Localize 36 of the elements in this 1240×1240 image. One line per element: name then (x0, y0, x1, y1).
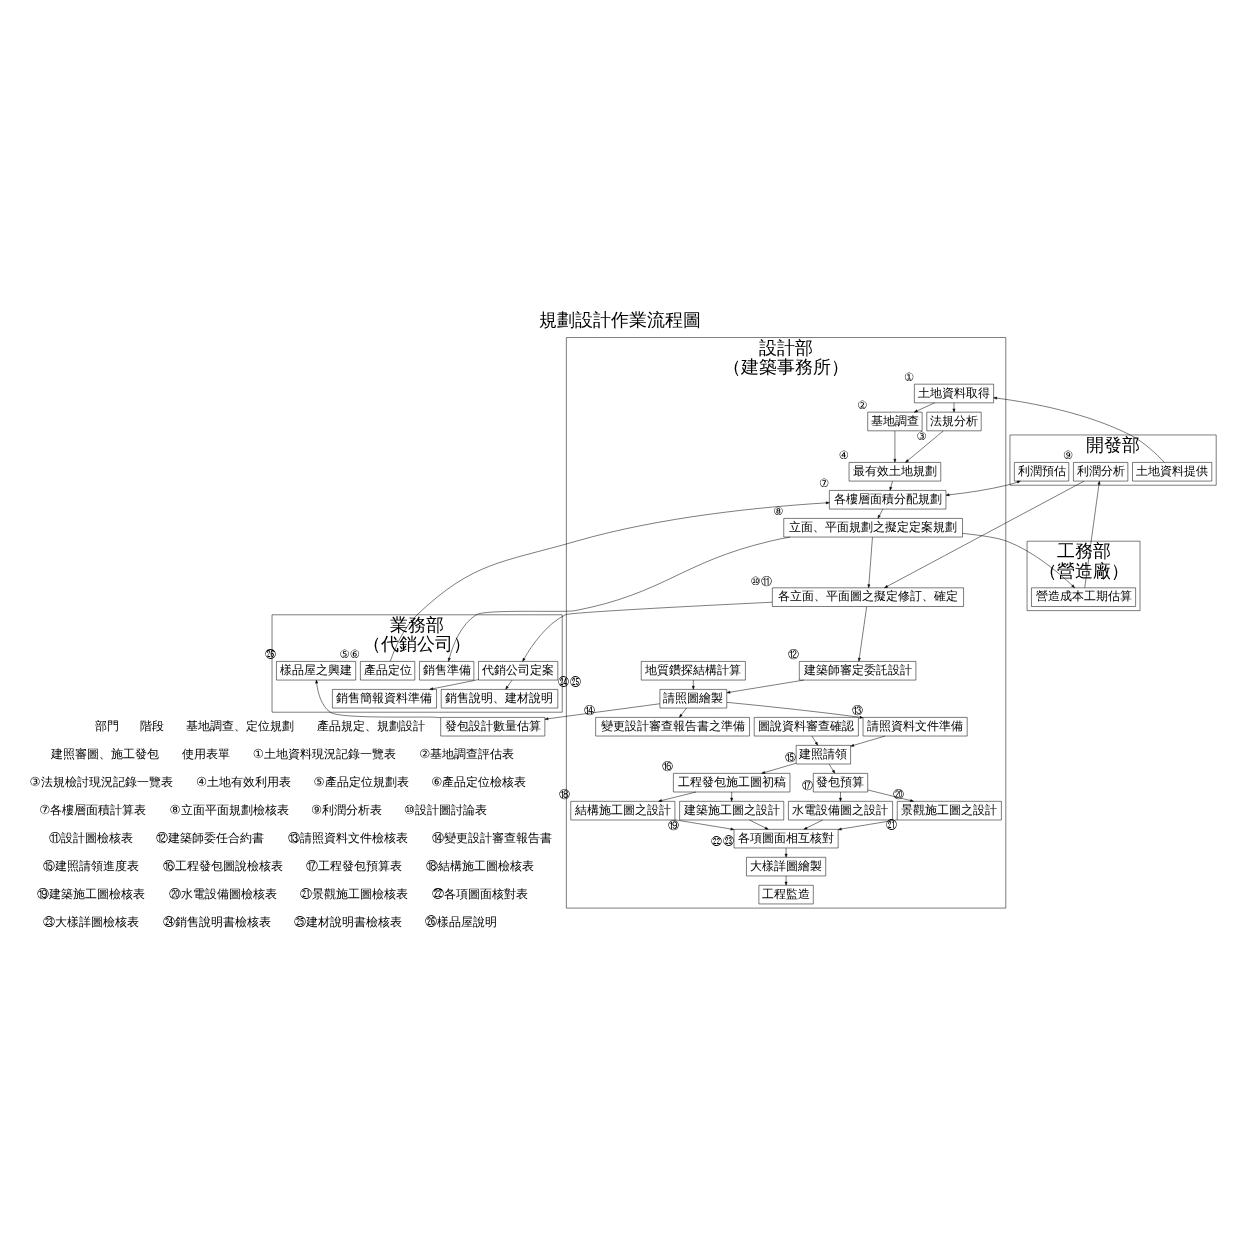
arrow (893, 429, 897, 462)
arrow (867, 535, 873, 587)
arrow (867, 788, 914, 801)
arrow (914, 401, 935, 412)
arrow (877, 507, 884, 518)
arrow (429, 678, 479, 690)
arrow (692, 678, 695, 689)
arrow (811, 734, 818, 745)
arrow (905, 429, 944, 462)
arrow (784, 846, 788, 857)
arrow (544, 702, 660, 720)
arrow (749, 818, 769, 829)
arrow (674, 818, 735, 830)
arrow (962, 532, 1075, 587)
arrow (448, 535, 791, 661)
arrow (850, 734, 886, 746)
arrow (761, 761, 797, 773)
arrow (858, 605, 867, 661)
arrow (945, 479, 1021, 496)
arrow (658, 790, 697, 801)
arrow (1084, 479, 1101, 588)
arrow (889, 479, 893, 490)
arrow (784, 874, 788, 885)
arrow (315, 678, 441, 717)
arrow (884, 479, 1085, 587)
arrow (952, 401, 956, 412)
arrow (679, 706, 687, 717)
arrow (838, 818, 898, 830)
diagram-title: 規劃設計作業流程圖 (539, 311, 701, 332)
arrow (730, 790, 733, 801)
arrow (522, 600, 773, 661)
arrow (726, 678, 805, 693)
arrow (505, 678, 513, 689)
arrow (803, 818, 823, 829)
arrow (726, 701, 864, 718)
arrow (828, 762, 836, 773)
